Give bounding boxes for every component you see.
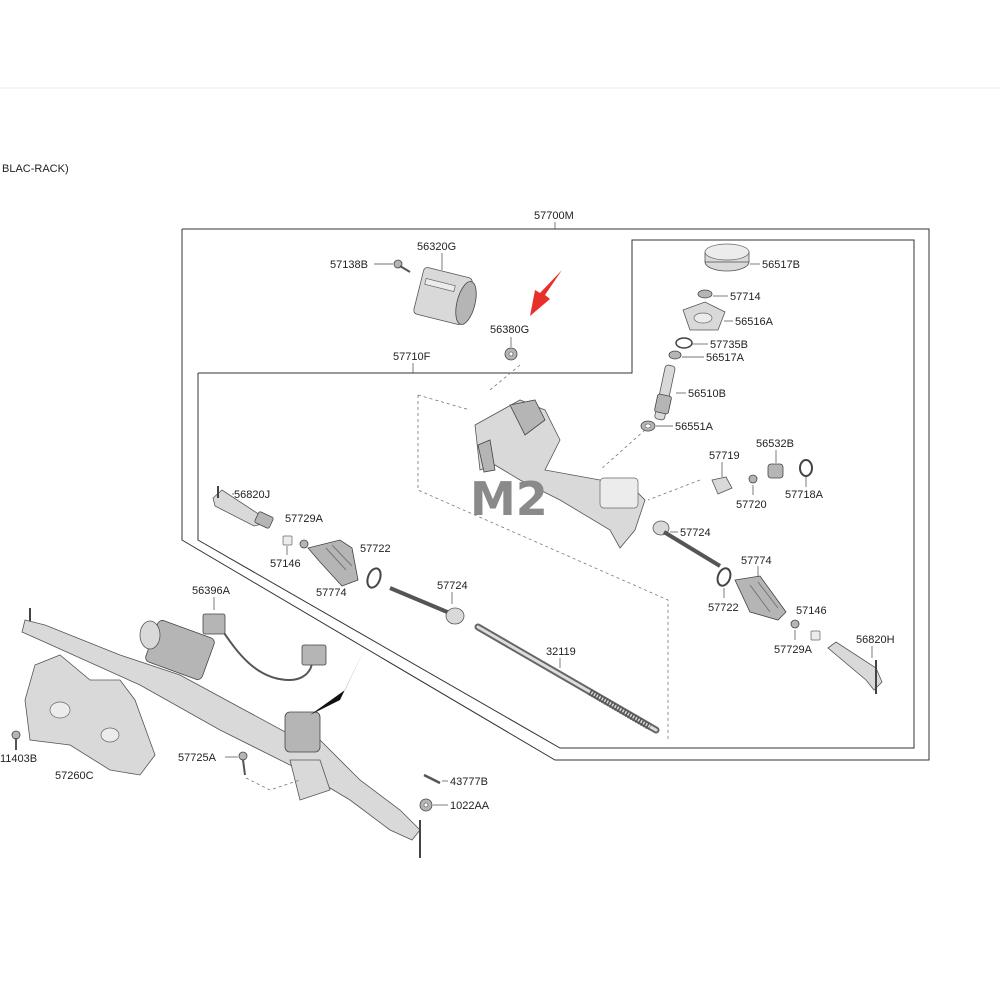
- dashed-leader-57725A: [245, 777, 301, 791]
- assembly-frame-57710F: [197, 239, 915, 749]
- yoke-57719: [711, 476, 733, 495]
- label-57735B: 57735B: [710, 339, 748, 351]
- nut-57146-left: [282, 535, 293, 546]
- pinion-56510B: [654, 364, 676, 421]
- dashed-leader-56551A: [599, 429, 646, 471]
- label-57722-left: 57722: [360, 543, 391, 555]
- tie-rod-57724-left: [389, 586, 465, 625]
- steering-gear-housing: [474, 399, 646, 549]
- label-56320G: 56320G: [417, 241, 456, 253]
- clip-57729A-right: [790, 619, 800, 629]
- seal-56517B: [704, 243, 750, 272]
- boot-57774-left: [307, 539, 359, 587]
- label-56380G: 56380G: [490, 324, 529, 336]
- label-32119: 32119: [546, 646, 576, 658]
- label-56551A: 56551A: [675, 421, 714, 433]
- label-57724-left: 57724: [437, 580, 468, 592]
- header-fragment: BLAC-RACK): [2, 163, 69, 175]
- nut-1022AA: [419, 798, 433, 812]
- label-1022AA: 1022AA: [450, 800, 490, 812]
- ring-57722-left: [366, 567, 382, 589]
- label-57710F: 57710F: [393, 351, 431, 363]
- highlight-arrow: [530, 270, 562, 316]
- dashed-leader-motor: [489, 364, 521, 391]
- dashed-leader-57719: [647, 479, 701, 501]
- label-56517B: 56517B: [762, 259, 800, 271]
- motor-56320G: [413, 267, 477, 325]
- bolt-57725A: [238, 751, 248, 776]
- label-57146-left: 57146: [270, 558, 301, 570]
- rack-bar-32119: [474, 623, 660, 734]
- tie-rod-end-56820J: [212, 486, 274, 529]
- label-57774-right: 57774: [741, 555, 772, 567]
- label-57725A: 57725A: [178, 752, 217, 764]
- ring-57714: [697, 289, 713, 299]
- label-57714: 57714: [730, 291, 761, 303]
- tie-rod-57724-right: [652, 520, 722, 568]
- label-57724-right: 57724: [680, 527, 711, 539]
- label-57720: 57720: [736, 499, 767, 511]
- clip-57729A-left: [299, 539, 309, 549]
- label-56396A: 56396A: [192, 585, 231, 597]
- label-57718A: 57718A: [785, 489, 824, 501]
- assembly-frame-57700M: [181, 228, 930, 761]
- label-57729A-left: 57729A: [285, 513, 324, 525]
- label-56532B: 56532B: [756, 438, 794, 450]
- label-56510B: 56510B: [688, 388, 726, 400]
- label-57719: 57719: [709, 450, 740, 462]
- nut-57146-right: [810, 630, 821, 641]
- label-57700M: 57700M: [534, 210, 574, 222]
- label-57260C: 57260C: [55, 770, 94, 782]
- ring-57718A: [799, 459, 813, 477]
- watermark: M2: [470, 472, 548, 526]
- label-57146-right: 57146: [796, 605, 827, 617]
- label-56517A: 56517A: [706, 352, 745, 364]
- heat-shield-57260C: [24, 654, 156, 776]
- tie-rod-end-56820H: [827, 641, 883, 694]
- bolt-43777B: [423, 773, 441, 785]
- plug-56532B: [767, 463, 784, 479]
- label-56820J: 56820J: [234, 489, 270, 501]
- label-57138B: 57138B: [330, 259, 368, 271]
- assembled-steering-rack: [21, 608, 421, 858]
- label-56516A: 56516A: [735, 316, 774, 328]
- boot-57774-right: [734, 575, 787, 621]
- label-56820H: 56820H: [856, 634, 895, 646]
- label-57774-left: 57774: [316, 587, 347, 599]
- label-57722-right: 57722: [708, 602, 739, 614]
- ring-57722-right: [716, 567, 732, 587]
- bolt-57138B: [393, 259, 411, 273]
- label-11403B: 11403B: [0, 753, 37, 765]
- bolt-11403B: [11, 730, 21, 750]
- bracket-56516A: [682, 301, 726, 331]
- spring-57720: [748, 474, 758, 484]
- nut-56380G: [504, 347, 518, 361]
- bearing-56551A: [640, 420, 656, 432]
- dashed-boundary-left: [417, 395, 669, 740]
- dashed-boundary-top: [417, 394, 471, 411]
- label-43777B: 43777B: [450, 776, 488, 788]
- ring-57735B: [675, 337, 693, 349]
- label-57729A-right: 57729A: [774, 644, 813, 656]
- washer-56517A: [668, 350, 682, 360]
